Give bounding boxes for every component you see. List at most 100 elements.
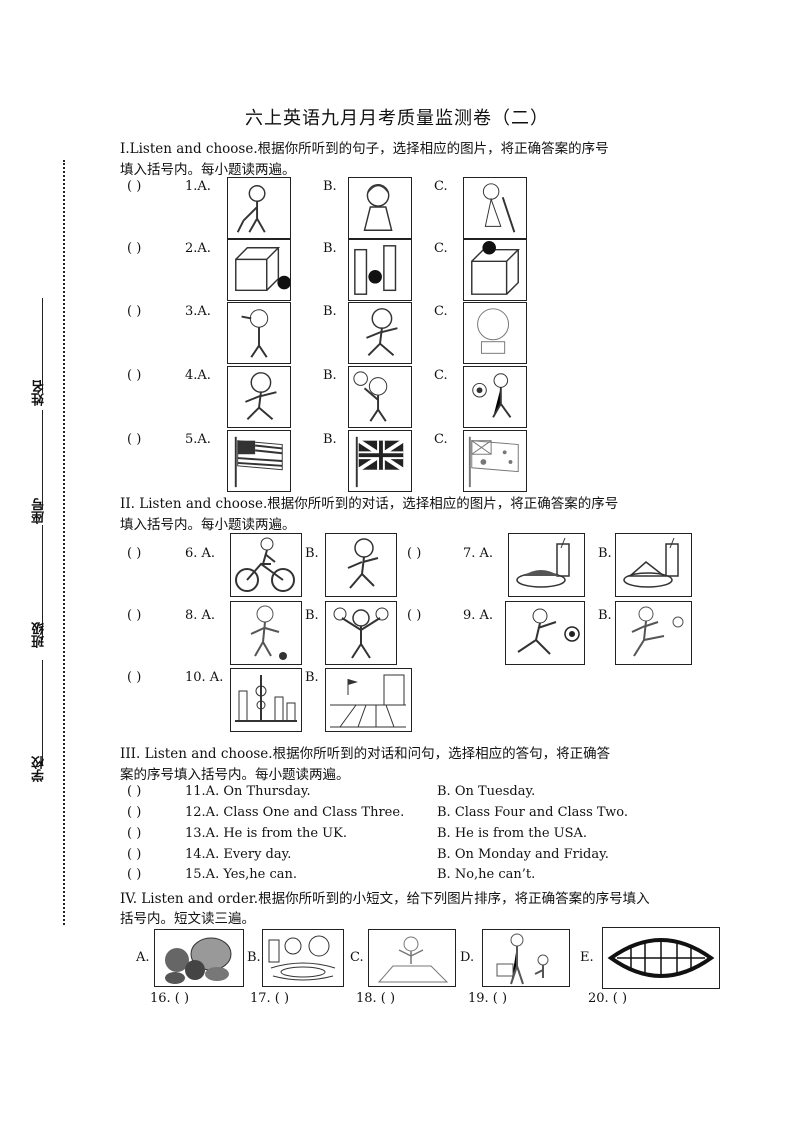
- answer-paren[interactable]: ( ): [127, 784, 142, 799]
- sec3-instructions-1: III. Listen and choose.根据你所听到的对话和问句，选择相应…: [120, 746, 611, 762]
- q10-b-label: B.: [305, 670, 319, 685]
- q3-c-label: C.: [434, 304, 448, 319]
- q1-label: 1.A.: [185, 179, 211, 194]
- q3-b-label: B.: [323, 304, 337, 319]
- order-a-label: A.: [136, 950, 150, 965]
- boy-football-icon: [463, 366, 527, 428]
- q6-b-label: B.: [305, 546, 319, 561]
- answer-paren[interactable]: ( ): [127, 805, 142, 820]
- answer-paren[interactable]: ( ): [407, 546, 422, 561]
- name-label: 姓名: [32, 380, 47, 406]
- girl-icon: [348, 177, 412, 239]
- mother-shopping-icon: [482, 929, 570, 987]
- answer-18[interactable]: 18. ( ): [356, 991, 396, 1006]
- sec4-instructions-2: 括号内。短文读三遍。: [120, 911, 255, 927]
- boy-sweeping-icon: [227, 177, 291, 239]
- q8-b-label: B.: [305, 608, 319, 623]
- q5-c-label: C.: [434, 432, 448, 447]
- page-title: 六上英语九月月考质量监测卷（二）: [245, 108, 549, 129]
- boy-running-icon: [227, 366, 291, 428]
- q15-option-a: 15.A. Yes,he can.: [185, 867, 298, 882]
- school-label: 学校: [32, 756, 47, 782]
- school-underline: [42, 660, 43, 765]
- q5-label: 5.A.: [185, 432, 211, 447]
- australia-flag-icon: [463, 430, 527, 492]
- q11-option-b: B. On Tuesday.: [437, 784, 536, 799]
- order-b-label: B.: [247, 950, 261, 965]
- seat-underline: [42, 410, 43, 510]
- answer-paren[interactable]: ( ): [127, 368, 142, 383]
- park-icon: [262, 929, 344, 987]
- sec4-instructions-1: IV. Listen and order.根据你所听到的小短文，给下列图片排序，…: [120, 891, 650, 907]
- sec3-instructions-2: 案的序号填入括号内。每小题读两遍。: [120, 767, 350, 783]
- q4-label: 4.A.: [185, 368, 211, 383]
- city-skyline-icon: [230, 668, 302, 732]
- sec2-instructions-2: 填入括号内。每小题读两遍。: [120, 517, 296, 533]
- cheerleader-icon: [325, 601, 397, 665]
- uk-flag-icon: [348, 430, 412, 492]
- q15-option-b: B. No,he can’t.: [437, 867, 536, 882]
- cyclist-icon: [230, 533, 302, 597]
- boy-running-icon: [325, 533, 397, 597]
- q14-option-a: 14.A. Every day.: [185, 847, 292, 862]
- girl-sand-icon: [368, 929, 456, 987]
- ball-between-icon: [348, 239, 412, 301]
- answer-paren[interactable]: ( ): [127, 867, 142, 882]
- sec1-instructions-2: 填入括号内。每小题读两遍。: [120, 162, 296, 178]
- answer-paren[interactable]: ( ): [127, 241, 142, 256]
- name-underline: [42, 298, 43, 393]
- boy-sneezing-icon: [227, 302, 291, 364]
- answer-19[interactable]: 19. ( ): [468, 991, 508, 1006]
- answer-paren[interactable]: ( ): [407, 608, 422, 623]
- answer-paren[interactable]: ( ): [127, 608, 142, 623]
- q2-c-label: C.: [434, 241, 448, 256]
- boy-eating-icon: [463, 302, 527, 364]
- sec2-instructions-1: II. Listen and choose.根据你所听到的对话，选择相应的图片，…: [120, 496, 619, 512]
- us-flag-icon: [227, 430, 291, 492]
- answer-20[interactable]: 20. ( ): [588, 991, 628, 1006]
- box-ball-beside-icon: [227, 239, 291, 301]
- q7-b-label: B.: [598, 546, 612, 561]
- cut-line: [63, 160, 65, 925]
- order-d-label: D.: [460, 950, 475, 965]
- answer-paren[interactable]: ( ): [127, 847, 142, 862]
- answer-paren[interactable]: ( ): [127, 546, 142, 561]
- q2-b-label: B.: [323, 241, 337, 256]
- boy-kicking-football-icon: [505, 601, 585, 665]
- answer-paren[interactable]: ( ): [127, 179, 142, 194]
- q4-b-label: B.: [323, 368, 337, 383]
- q6-label: 6. A.: [185, 546, 216, 561]
- seat-label: 座号: [32, 498, 47, 524]
- q1-c-label: C.: [434, 179, 448, 194]
- answer-paren[interactable]: ( ): [127, 826, 142, 841]
- q10-label: 10. A.: [185, 670, 224, 685]
- box-ball-on-icon: [463, 239, 527, 301]
- q7-label: 7. A.: [463, 546, 494, 561]
- answer-17[interactable]: 17. ( ): [250, 991, 290, 1006]
- sandwich-drink-icon: [508, 533, 585, 597]
- q2-label: 2.A.: [185, 241, 211, 256]
- q14-option-b: B. On Monday and Friday.: [437, 847, 609, 862]
- class-label: 班级: [32, 622, 47, 648]
- q5-b-label: B.: [323, 432, 337, 447]
- q8-label: 8. A.: [185, 608, 216, 623]
- q4-c-label: C.: [434, 368, 448, 383]
- sports-field-icon: [325, 668, 412, 732]
- teeth-icon: [602, 927, 720, 989]
- answer-paren[interactable]: ( ): [127, 432, 142, 447]
- q12-option-b: B. Class Four and Class Two.: [437, 805, 628, 820]
- vegetables-icon: [154, 929, 244, 987]
- boy-skating-icon: [230, 601, 302, 665]
- answer-paren[interactable]: ( ): [127, 670, 142, 685]
- sandwich-cup-icon: [615, 533, 692, 597]
- answer-16[interactable]: 16. ( ): [150, 991, 190, 1006]
- girl-broom-icon: [463, 177, 527, 239]
- answer-paren[interactable]: ( ): [127, 304, 142, 319]
- sec1-instructions-1: I.Listen and choose.根据你所听到的句子，选择相应的图片，将正…: [120, 141, 609, 157]
- q9-b-label: B.: [598, 608, 612, 623]
- order-e-label: E.: [580, 950, 594, 965]
- boy-running-icon: [348, 302, 412, 364]
- q3-label: 3.A.: [185, 304, 211, 319]
- boy-football-icon: [615, 601, 692, 665]
- class-underline: [42, 525, 43, 640]
